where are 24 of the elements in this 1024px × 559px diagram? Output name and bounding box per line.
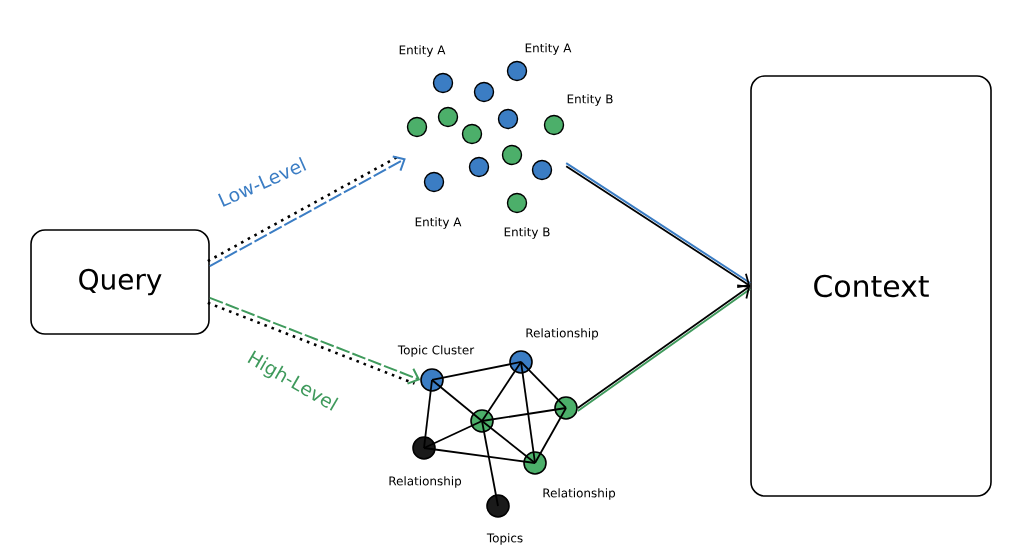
arrow — [207, 154, 406, 268]
graph-node — [470, 409, 494, 433]
node-caption: Relationship — [389, 476, 462, 488]
arrow — [565, 162, 752, 288]
graph-node — [486, 494, 510, 518]
text-box: Context — [750, 75, 992, 497]
node-caption: Entity B — [504, 227, 550, 239]
node-caption: Entity A — [525, 43, 572, 55]
node-caption: Topic Cluster — [397, 345, 475, 357]
text-box: Query — [30, 229, 210, 335]
graph-node — [420, 368, 444, 392]
arrow — [576, 284, 752, 412]
dot-cluster-drawing — [406, 60, 565, 214]
graph-node — [523, 451, 547, 475]
arrow — [207, 296, 421, 385]
graph-node — [412, 436, 436, 460]
node-caption: Relationship — [526, 328, 599, 340]
node-caption: Entity B — [567, 94, 613, 106]
node-caption: Topics — [486, 533, 523, 545]
node-caption: Entity A — [399, 45, 446, 57]
node-caption: Entity A — [415, 217, 462, 229]
graph-node — [554, 396, 578, 420]
node-caption: Relationship — [543, 488, 616, 500]
graph-node — [509, 350, 533, 374]
